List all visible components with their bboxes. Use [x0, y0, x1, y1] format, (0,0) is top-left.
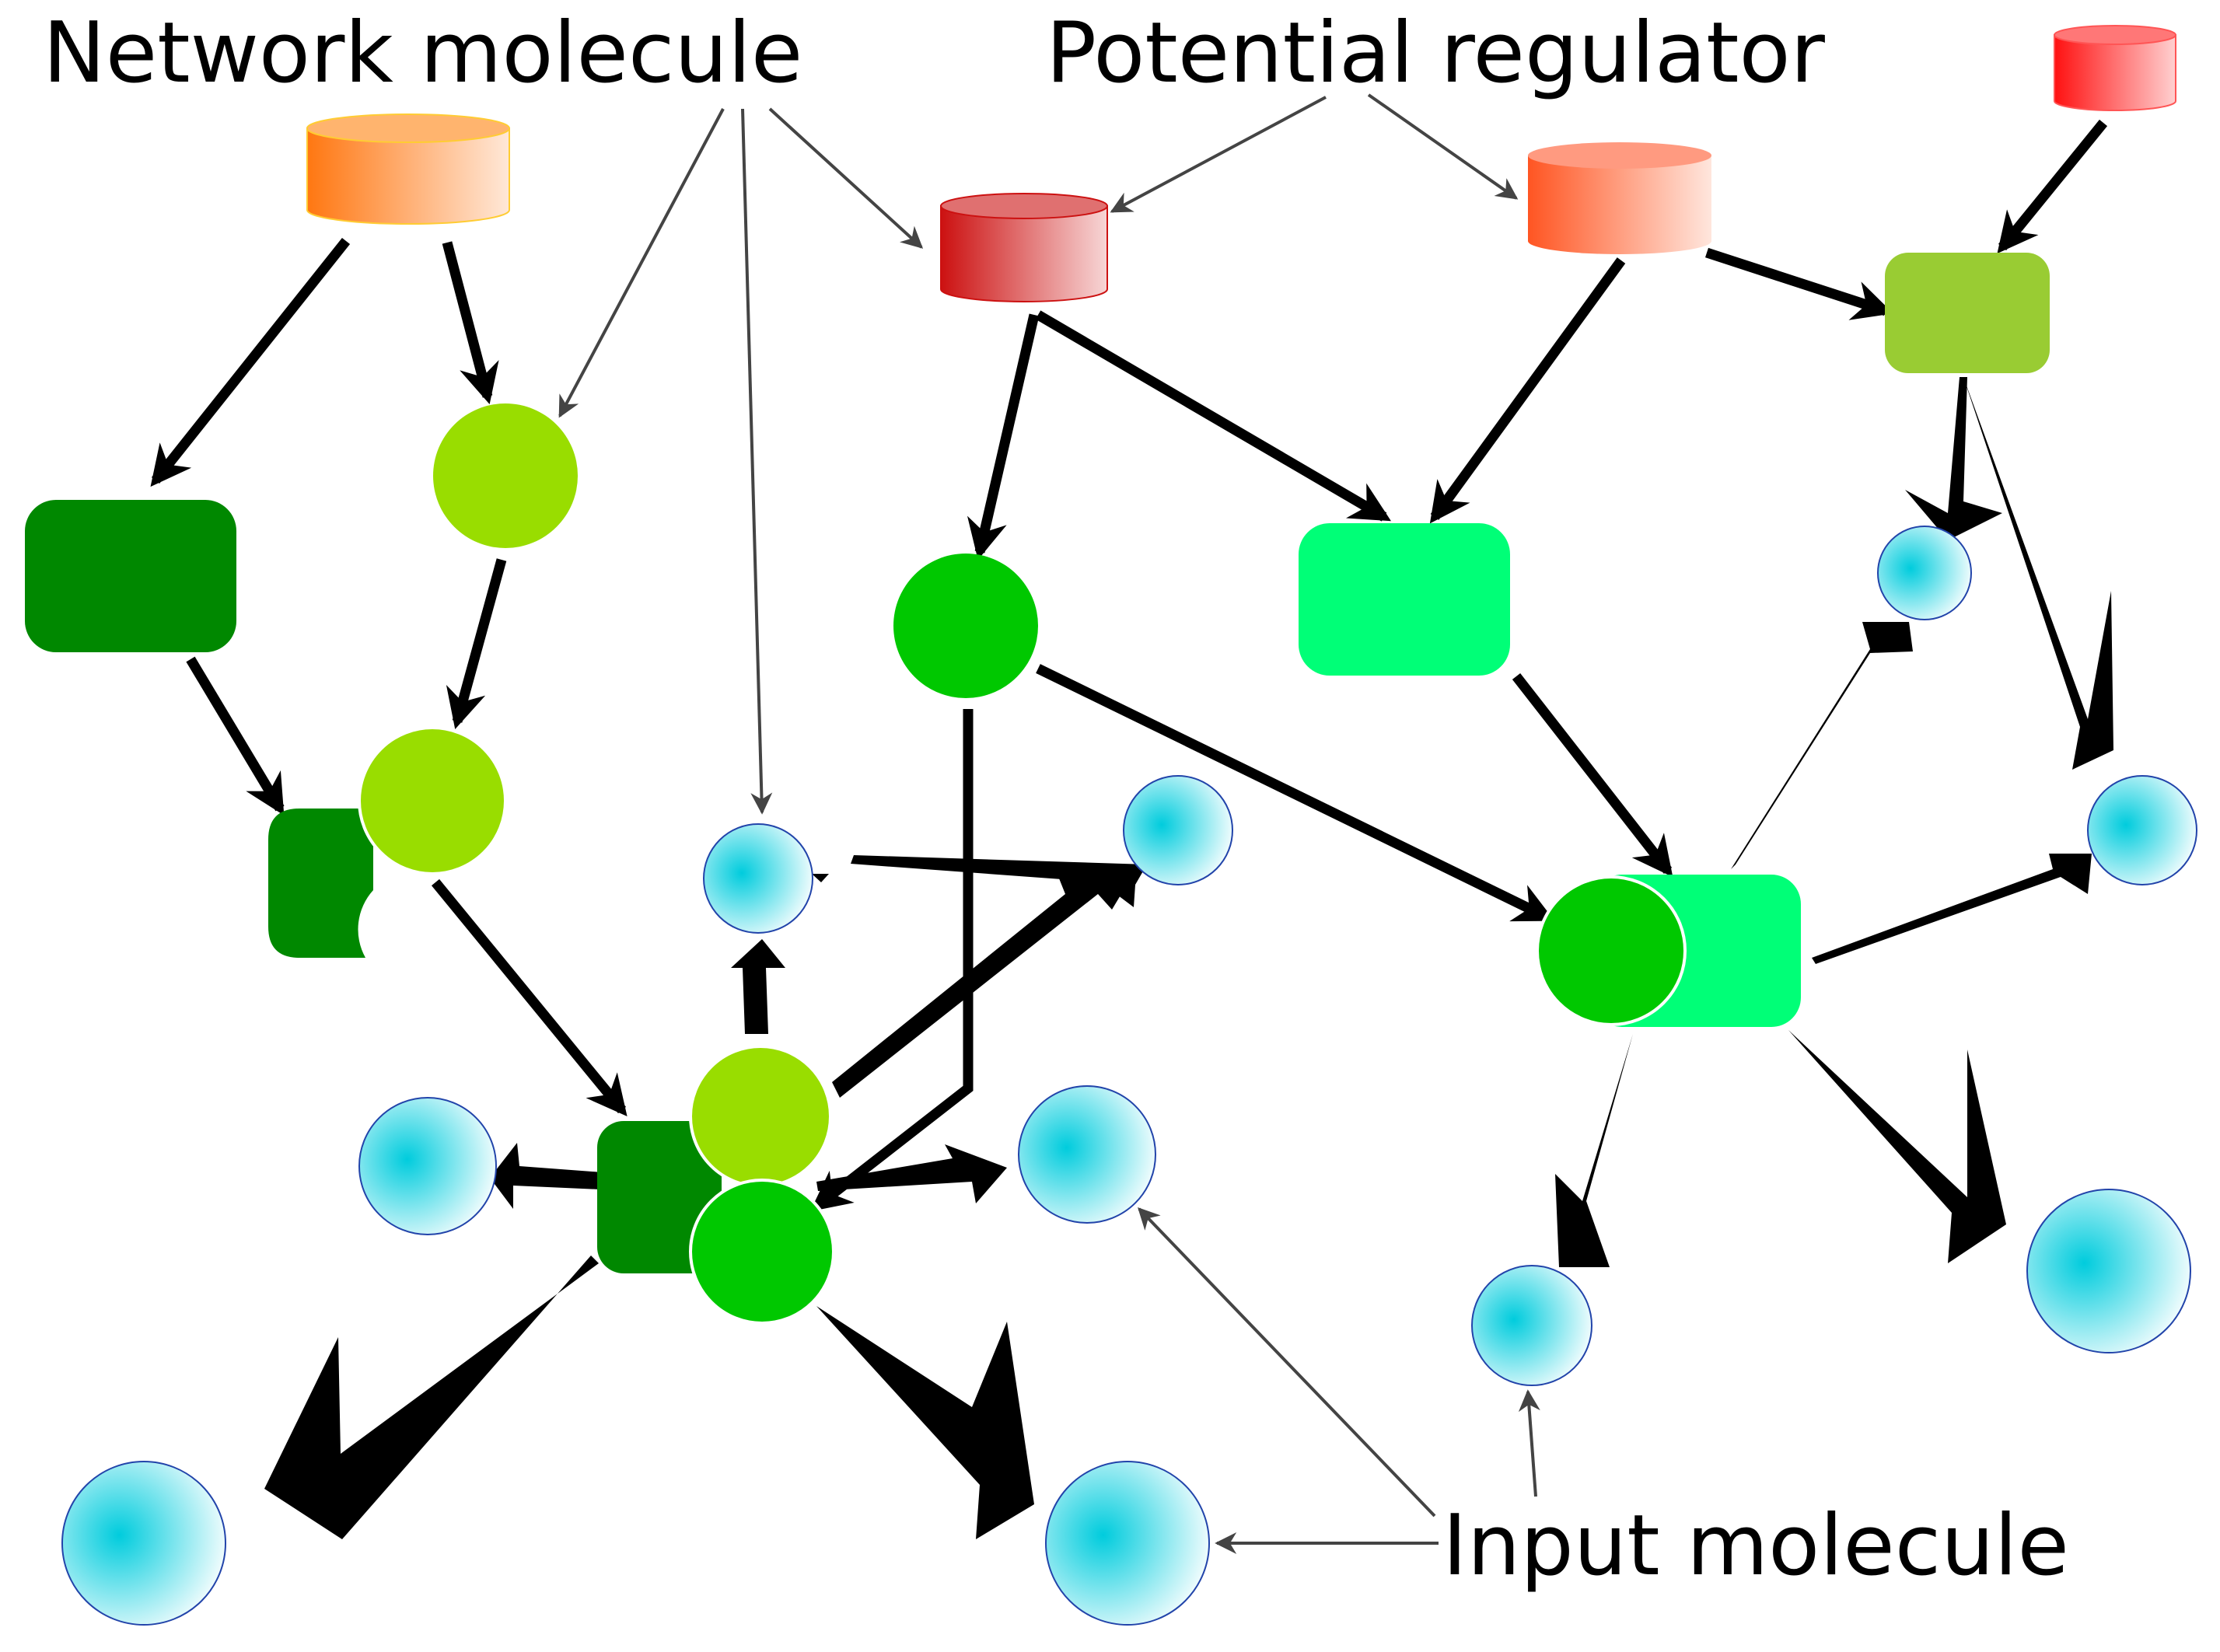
input-molecule: [703, 823, 813, 934]
input-molecule: [61, 1461, 226, 1626]
network-molecule-spring-green-box: [1299, 523, 1510, 676]
label-potential-regulator: Potential regulator: [1046, 5, 1826, 102]
input-molecule: [1045, 1461, 1210, 1626]
regulator-red-cylinder: [940, 193, 1108, 302]
input-molecule: [1877, 526, 1972, 620]
network-molecule-dark-green-box: [25, 500, 236, 652]
input-molecule: [2026, 1189, 2191, 1353]
tapered-arrows: [264, 377, 2113, 1539]
input-molecules: [61, 526, 2197, 1626]
left-complex: [268, 726, 507, 958]
label-pointers: [558, 93, 1540, 1554]
input-molecule: [1018, 1085, 1156, 1224]
label-input-molecule: Input molecule: [1442, 1497, 2069, 1594]
regulator-orange-red-cylinder: [1528, 142, 1711, 254]
right-complex: [1536, 875, 1801, 1027]
network-molecule-olive-green-box: [1885, 253, 2050, 373]
network-edges: [150, 119, 2108, 1212]
input-molecule: [1123, 775, 1233, 885]
input-molecule: [358, 1097, 497, 1235]
central-complex: [597, 1045, 835, 1325]
network-molecule-yellow-green-circle-top: [433, 403, 578, 548]
network-molecule-medium-green-circle: [893, 554, 1038, 698]
input-molecule: [2087, 775, 2197, 885]
input-molecule: [1471, 1265, 1592, 1386]
label-network-molecule: Network molecule: [43, 5, 802, 102]
regulator-orange-cylinder: [306, 114, 510, 225]
regulator-bright-red-cylinder: [2054, 25, 2176, 111]
